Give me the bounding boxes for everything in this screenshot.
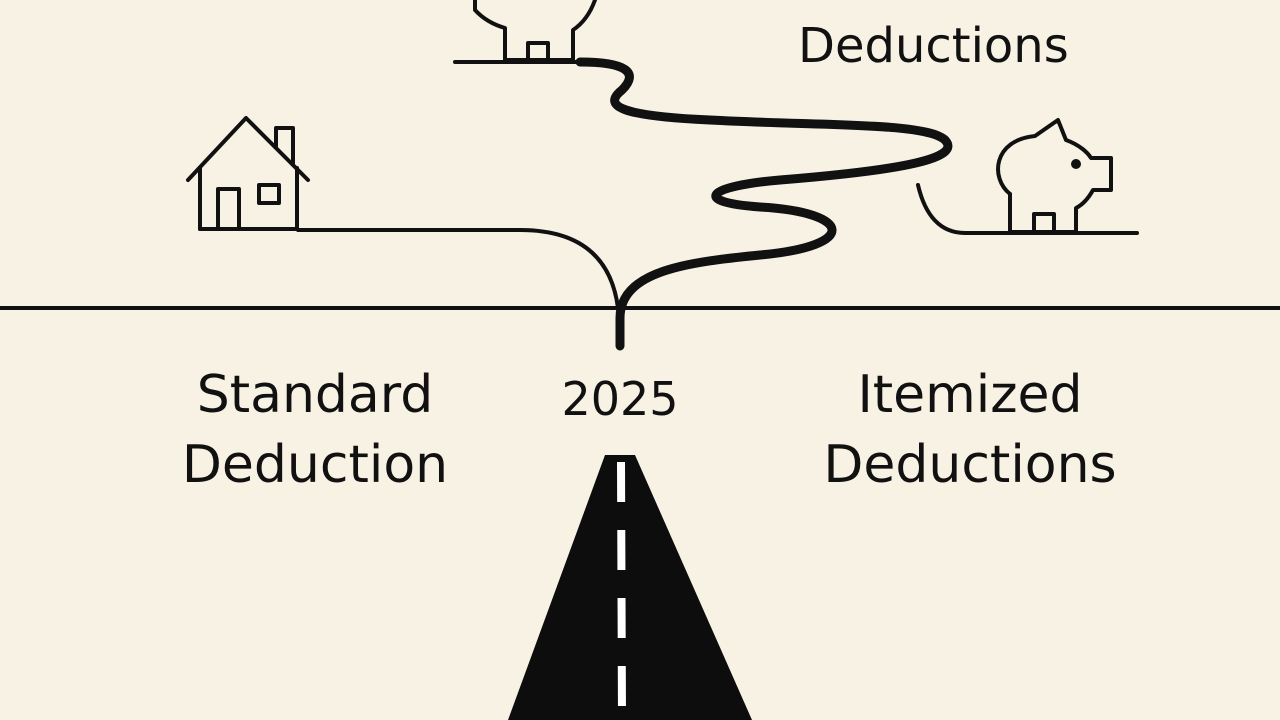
piggy-bank-icon (996, 118, 1113, 234)
piggy-bank-icon (473, 0, 597, 62)
right-branch-path (916, 183, 1139, 235)
itemized-deductions-label: Itemized Deductions (823, 365, 1117, 495)
itemized-winding-path (575, 57, 953, 351)
house-icon (186, 116, 310, 231)
standard-path (296, 228, 620, 310)
standard-deduction-label: Standard Deduction (181, 365, 449, 495)
deductions-heading: Deductions (798, 18, 1069, 74)
road-icon (508, 455, 752, 720)
year-label: 2025 (561, 372, 679, 426)
